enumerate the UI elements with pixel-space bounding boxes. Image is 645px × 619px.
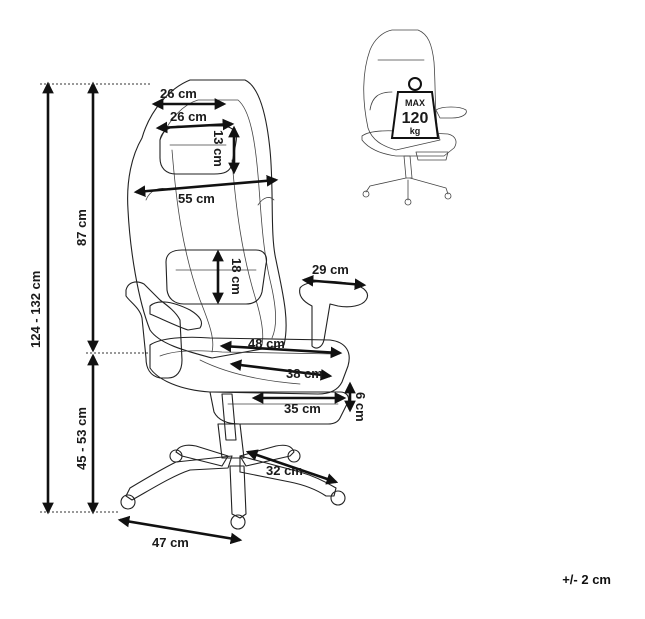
tolerance-note: +/- 2 cm bbox=[562, 572, 611, 587]
armrest-length-label: 29 cm bbox=[312, 262, 349, 277]
seat-height-label: 45 - 53 cm bbox=[74, 407, 89, 470]
base-radius-label: 32 cm bbox=[266, 463, 303, 478]
footrest-height-label: 6 cm bbox=[353, 392, 368, 422]
main-chair-drawing bbox=[120, 79, 369, 530]
backrest-width-label: 55 cm bbox=[178, 191, 215, 206]
dimension-labels: 26 cm 26 cm 13 cm 55 cm 18 cm 29 cm 48 c… bbox=[28, 86, 368, 550]
backrest-height-label: 87 cm bbox=[74, 209, 89, 246]
base-width-label: 47 cm bbox=[152, 535, 189, 550]
max-load-unit: kg bbox=[410, 126, 421, 136]
headrest-pillow-height-label: 13 cm bbox=[211, 130, 226, 167]
headrest-pillow-width-label: 26 cm bbox=[170, 109, 207, 124]
footrest-width-label: 35 cm bbox=[284, 401, 321, 416]
weight-icon bbox=[390, 91, 440, 139]
headrest-top-width-label: 26 cm bbox=[160, 86, 197, 101]
seat-depth-label: 38 cm bbox=[286, 366, 323, 381]
lumbar-pillow-height-label: 18 cm bbox=[229, 258, 244, 295]
total-height-label: 124 - 132 cm bbox=[28, 271, 43, 348]
small-chair-drawing: MAX 120 kg bbox=[361, 29, 467, 206]
max-load-value: 120 bbox=[402, 110, 429, 127]
dimension-arrows bbox=[40, 81, 367, 545]
max-load-label: MAX bbox=[405, 98, 425, 108]
seat-width-label: 48 cm bbox=[248, 336, 285, 351]
